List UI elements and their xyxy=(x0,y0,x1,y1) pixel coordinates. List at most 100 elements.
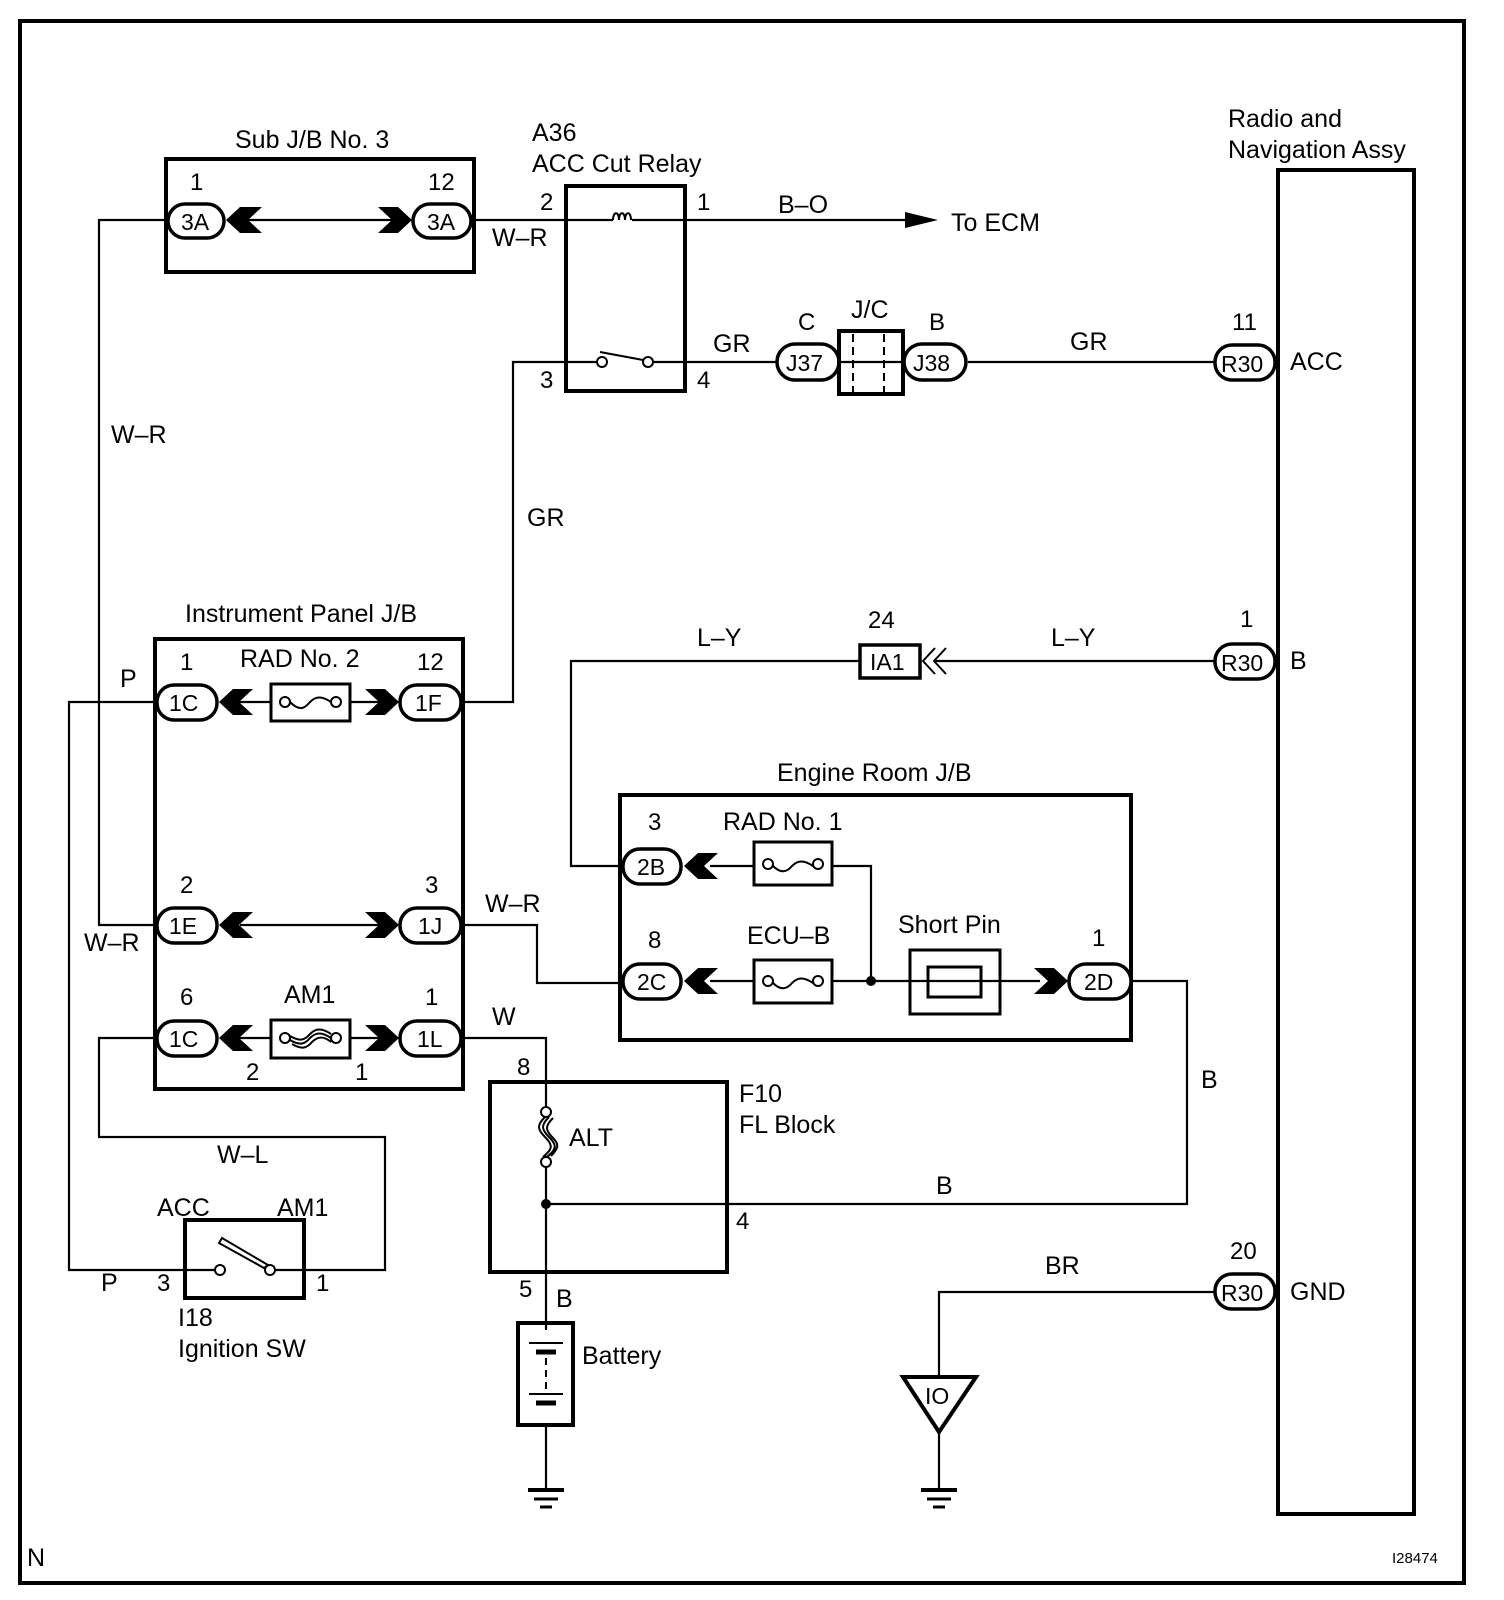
jc-title: J/C xyxy=(851,296,889,324)
wire-b[interactable] xyxy=(546,979,1189,1206)
connector-r30-acc[interactable] xyxy=(1213,343,1277,382)
battery[interactable]: Battery xyxy=(516,1321,662,1427)
wire-label-w-r-1j: W–R xyxy=(485,890,541,918)
junction-dot-fl-block xyxy=(541,1199,551,1209)
connector-1f[interactable] xyxy=(398,683,463,722)
wire-w[interactable] xyxy=(463,1036,548,1112)
erjb-box xyxy=(618,793,1133,1042)
wire-erjb-rad1-right xyxy=(832,864,873,981)
acc-cut-relay[interactable]: A36 ACC Cut Relay 2 1 3 4 xyxy=(532,119,710,394)
fuse-terminal xyxy=(330,1032,342,1044)
connector-3a-right-label: 3A xyxy=(427,209,456,235)
instrument-panel-jb[interactable]: Instrument Panel J/B 1 1C RAD No. 2 12 1… xyxy=(153,600,465,1091)
ipjb-title: Instrument Panel J/B xyxy=(185,600,417,628)
wire-w-l[interactable] xyxy=(97,1036,387,1272)
wire-label-b-vertical: B xyxy=(1201,1066,1218,1094)
wire-gr-vertical[interactable] xyxy=(463,360,598,704)
connector-1j-label: 1J xyxy=(418,913,442,939)
male-terminal-icon xyxy=(1034,968,1068,994)
wire-label-w-r-left: W–R xyxy=(111,421,167,449)
sub-jb3-left-pin: 1 xyxy=(190,169,203,196)
wire-label-gr-radio: GR xyxy=(1070,328,1108,356)
connector-3a-left[interactable] xyxy=(166,202,226,240)
fl-pin-in: 8 xyxy=(517,1054,530,1081)
ground-icon xyxy=(921,1488,957,1509)
connector-3a-right[interactable] xyxy=(411,202,473,240)
relay-box xyxy=(564,184,687,393)
ignition-switch[interactable]: ACC AM1 3 1 I18 Ignition SW xyxy=(157,1194,329,1363)
fuse-terminal xyxy=(762,975,774,987)
wire-label-br: BR xyxy=(1045,1252,1080,1280)
connector-1c-top[interactable] xyxy=(155,683,219,722)
ground-point-code: IO xyxy=(925,1383,949,1409)
connector-ia1[interactable] xyxy=(858,643,922,680)
fuse-terminal xyxy=(540,1106,552,1118)
fl-block-code: F10 xyxy=(739,1080,782,1108)
fl-block[interactable]: 8 F10 FL Block ALT 4 5 xyxy=(488,1054,836,1303)
connector-j38[interactable] xyxy=(902,342,968,382)
connector-r30-b[interactable] xyxy=(1213,642,1277,681)
junction-connector[interactable]: J/C C J37 B J38 xyxy=(775,296,968,396)
ign-pin-am1: 1 xyxy=(316,1270,329,1297)
ipjb-row3-left-pin: 6 xyxy=(180,984,193,1011)
wire-p[interactable] xyxy=(67,700,220,1272)
connector-2d[interactable] xyxy=(1067,962,1133,1001)
relay-pin-1: 1 xyxy=(697,189,710,216)
connector-r30-gnd-label: R30 xyxy=(1221,1280,1263,1306)
erjb-out-pin: 1 xyxy=(1092,925,1105,952)
ipjb-row2-right-pin: 3 xyxy=(425,872,438,899)
sub-jb3-box xyxy=(164,157,476,274)
connector-r30-acc-label: R30 xyxy=(1221,351,1263,377)
female-terminal-icon xyxy=(684,853,718,879)
switch-contact-am1 xyxy=(264,1264,276,1276)
connector-2d-label: 2D xyxy=(1084,969,1113,995)
female-terminal-icon xyxy=(219,1025,253,1051)
connector-1c-bottom[interactable] xyxy=(155,1019,219,1058)
relay-pin-4: 4 xyxy=(697,367,710,394)
wire-w-r-left[interactable] xyxy=(97,218,167,927)
corner-mark: N xyxy=(27,1544,45,1572)
junction-dot-erjb xyxy=(866,976,876,986)
fuse-rad-no1-label: RAD No. 1 xyxy=(723,808,842,836)
connector-1j[interactable] xyxy=(398,906,463,945)
radio-b-pin: 1 xyxy=(1240,606,1253,633)
connector-2b[interactable] xyxy=(621,847,683,886)
fuse-icon xyxy=(772,977,814,990)
connector-1e-label: 1E xyxy=(169,913,197,939)
connector-1l-label: 1L xyxy=(417,1026,443,1052)
radio-navigation-assy[interactable]: Radio and Navigation Assy 11 R30 ACC 1 R… xyxy=(1213,105,1416,1516)
ign-sw-name: Ignition SW xyxy=(178,1335,306,1363)
wire-label-w-r-top: W–R xyxy=(492,224,548,252)
fusible-link-alt-icon xyxy=(538,1116,559,1158)
battery-label: Battery xyxy=(582,1342,662,1370)
ground-point-io[interactable]: IO xyxy=(899,1375,980,1436)
wire-label-l-y-left: L–Y xyxy=(697,624,742,652)
ign-pin-acc: 3 xyxy=(157,1270,170,1297)
diagram-frame xyxy=(18,19,1466,1585)
connector-2c[interactable] xyxy=(621,962,683,1001)
sub-jb-no3[interactable]: Sub J/B No. 3 1 3A 12 3A xyxy=(164,126,476,274)
radio-gnd-pin: 20 xyxy=(1230,1238,1257,1265)
sub-jb3-title: Sub J/B No. 3 xyxy=(235,126,389,154)
connector-1e[interactable] xyxy=(155,906,219,945)
wire-br[interactable] xyxy=(937,1290,1215,1377)
female-terminal-icon xyxy=(226,207,262,233)
switch-contact-right xyxy=(642,356,654,368)
switch-lever-icon xyxy=(217,1236,270,1270)
connector-r30-gnd[interactable] xyxy=(1213,1272,1277,1311)
connector-2c-label: 2C xyxy=(637,969,666,995)
ign-am1-label: AM1 xyxy=(277,1194,328,1222)
connector-1l[interactable] xyxy=(398,1019,463,1058)
fusible-link-icon xyxy=(289,1028,332,1049)
radio-box xyxy=(1276,168,1416,1516)
wire-l-y-left[interactable] xyxy=(569,659,859,868)
fl-pin-bat: 5 xyxy=(519,1276,532,1303)
fuse-terminal xyxy=(279,1032,291,1044)
engine-room-jb[interactable]: Engine Room J/B 3 2B RAD No. 1 8 2C ECU–… xyxy=(618,759,1133,1042)
connector-ia1-group[interactable]: 24 IA1 xyxy=(858,607,947,680)
wire-w-r-1j[interactable] xyxy=(463,923,625,985)
ground-point-triangle xyxy=(899,1375,980,1436)
erjb-row2-pin: 8 xyxy=(648,927,661,954)
connector-ia1-label: IA1 xyxy=(870,649,905,675)
